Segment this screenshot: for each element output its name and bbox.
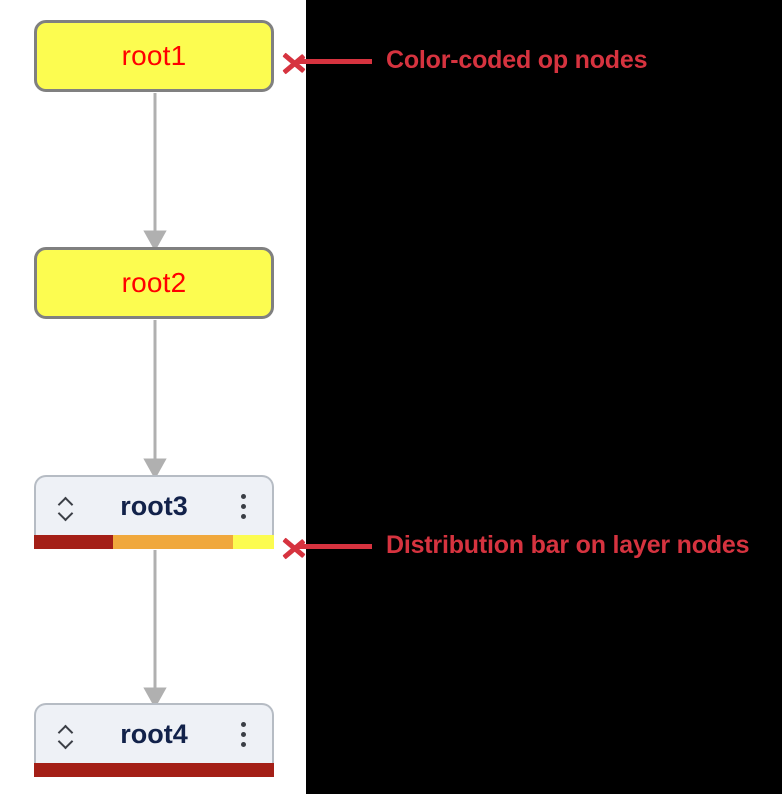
annotation-op-nodes: Color-coded op nodes [282, 46, 648, 75]
root4-distribution-bar [34, 763, 274, 777]
chevron-down-glyph [59, 509, 72, 517]
annotation-arrow-left-icon [282, 535, 372, 559]
layer-node-header[interactable]: root4 [34, 703, 274, 763]
dist-segment-dark-red [34, 535, 114, 549]
more-vertical-icon[interactable] [232, 489, 254, 523]
layer-node-header[interactable]: root3 [34, 475, 274, 535]
layer-node-root3[interactable]: root3 [34, 475, 274, 549]
op-node-root1[interactable]: root1 [34, 20, 274, 92]
root3-distribution-bar [34, 535, 274, 549]
op-node-root2[interactable]: root2 [34, 247, 274, 319]
chevron-down-glyph [59, 737, 72, 745]
dist-segment-orange [113, 535, 234, 549]
dist-segment-yellow [233, 535, 274, 549]
chevron-up-glyph [59, 495, 72, 503]
more-vertical-icon[interactable] [232, 717, 254, 751]
layer-node-root4[interactable]: root4 [34, 703, 274, 777]
more-vertical-dots [240, 493, 246, 519]
chevron-up-down-icon[interactable] [54, 489, 76, 523]
chevron-up-down-icon[interactable] [54, 717, 76, 751]
annotation-label: Color-coded op nodes [386, 46, 648, 74]
dist-segment-dark-red [34, 763, 274, 777]
annotation-label: Distribution bar on layer nodes [386, 531, 750, 559]
layer-node-label: root4 [120, 718, 188, 749]
op-node-label: root2 [121, 267, 187, 298]
layer-node-label: root3 [120, 490, 188, 521]
annotation-distribution-bar: Distribution bar on layer nodes [282, 531, 750, 560]
chevron-up-glyph [59, 723, 72, 731]
graph-panel: root1 root2 root3 [0, 0, 306, 794]
more-vertical-dots [240, 721, 246, 747]
annotation-arrow-left-icon [282, 50, 372, 74]
op-node-label: root1 [121, 40, 187, 71]
graph-edges [143, 93, 167, 709]
